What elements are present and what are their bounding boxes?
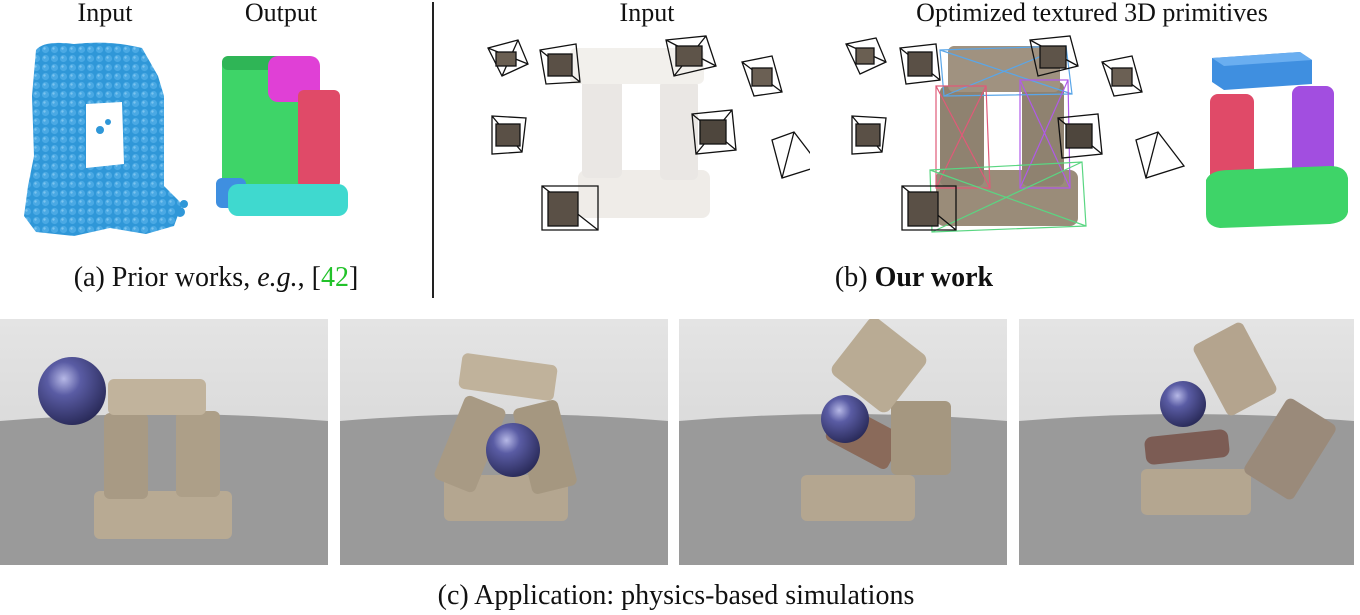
- simulation-frame-2: [340, 319, 668, 565]
- prior-input-label: Input: [77, 0, 133, 27]
- citation-ref[interactable]: 42: [320, 262, 349, 293]
- sphere-icon: [1160, 381, 1206, 427]
- sphere-icon: [821, 395, 869, 443]
- ours-input-label: Input: [619, 0, 675, 27]
- prior-output-label: Output: [244, 0, 318, 27]
- ours-output-label: Optimized textured 3D primitives: [916, 0, 1268, 27]
- prior-primitives-figure: [216, 56, 348, 216]
- point-cloud-figure: [24, 42, 188, 236]
- simulation-frame-3: [679, 319, 1007, 565]
- simulation-frame-1: [0, 319, 328, 565]
- sphere-icon: [486, 423, 540, 477]
- vertical-divider: [432, 2, 434, 298]
- simulation-caption: (c) Application: physics-based simulatio…: [437, 580, 915, 611]
- colored-primitives-figure: [1206, 52, 1348, 228]
- prior-caption: (a) Prior works, e.g., [42]: [73, 262, 359, 293]
- ours-caption: (b) Our work: [834, 262, 994, 293]
- camera-frustum-icon: [845, 35, 1186, 231]
- sphere-icon: [38, 357, 106, 425]
- simulation-frame-4: [1019, 319, 1354, 565]
- fitted-primitives-figure: [845, 35, 1186, 233]
- multiview-input-figure: [487, 35, 810, 231]
- camera-frustum-icon: [487, 35, 810, 231]
